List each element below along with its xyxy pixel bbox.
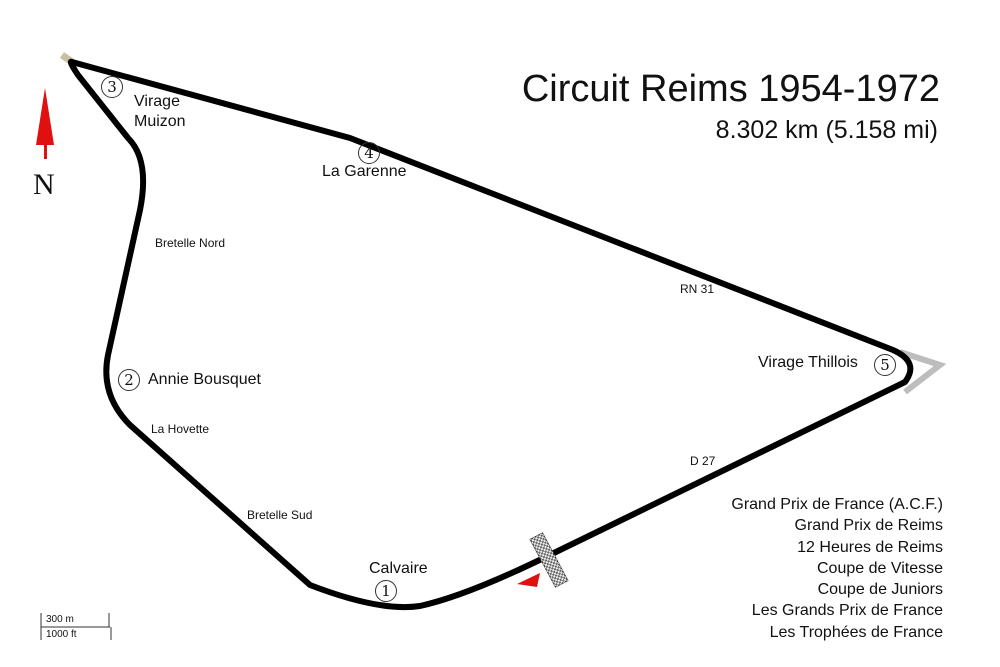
corner-4-name: La Garenne — [322, 163, 407, 180]
scale-imperial: 1000 ft — [46, 629, 77, 640]
event-item: Coupe de Juniors — [817, 581, 943, 599]
corner-3-name: Virage Muizon — [134, 93, 186, 130]
old-track-section-thillois — [899, 349, 947, 395]
label-rn31: RN 31 — [680, 282, 715, 296]
event-item: Grand Prix de Reims — [794, 517, 944, 535]
corner-3-number: 3 — [101, 76, 123, 98]
events-list: Grand Prix de France (A.C.F.) Grand Prix… — [731, 494, 943, 643]
finish-line — [529, 532, 569, 588]
label-bretelle-nord: Bretelle Nord — [155, 236, 226, 250]
page-title: Circuit Reims 1954-1972 — [521, 68, 940, 110]
event-item: Les Trophées de France — [769, 623, 943, 641]
corner-2-name: Annie Bousquet — [148, 371, 261, 388]
scale-metric: 300 m — [46, 614, 74, 625]
label-la-hovette: La Hovette — [151, 422, 210, 436]
corner-2-number: 2 — [118, 369, 140, 391]
event-item: Les Grands Prix de France — [751, 602, 943, 620]
corner-1-number: 1 — [375, 580, 397, 602]
corner-5-number: 5 — [874, 354, 896, 376]
label-bretelle-sud: Bretelle Sud — [247, 508, 313, 522]
direction-arrow-icon — [517, 573, 540, 587]
event-item: 12 Heures de Reims — [797, 538, 943, 556]
corner-1-name: Calvaire — [369, 560, 428, 577]
label-d27: D 27 — [690, 454, 716, 468]
track-outline — [67, 58, 914, 611]
scale-bar — [40, 613, 112, 640]
north-arrow-icon — [36, 88, 54, 159]
circuit-length: 8.302 km (5.158 mi) — [715, 116, 938, 144]
corner-5-name: Virage Thillois — [758, 354, 858, 371]
corner-4-number: 4 — [358, 142, 380, 164]
north-label: N — [33, 168, 55, 201]
event-item: Grand Prix de France (A.C.F.) — [731, 496, 943, 513]
event-item: Coupe de Vitesse — [816, 559, 943, 577]
